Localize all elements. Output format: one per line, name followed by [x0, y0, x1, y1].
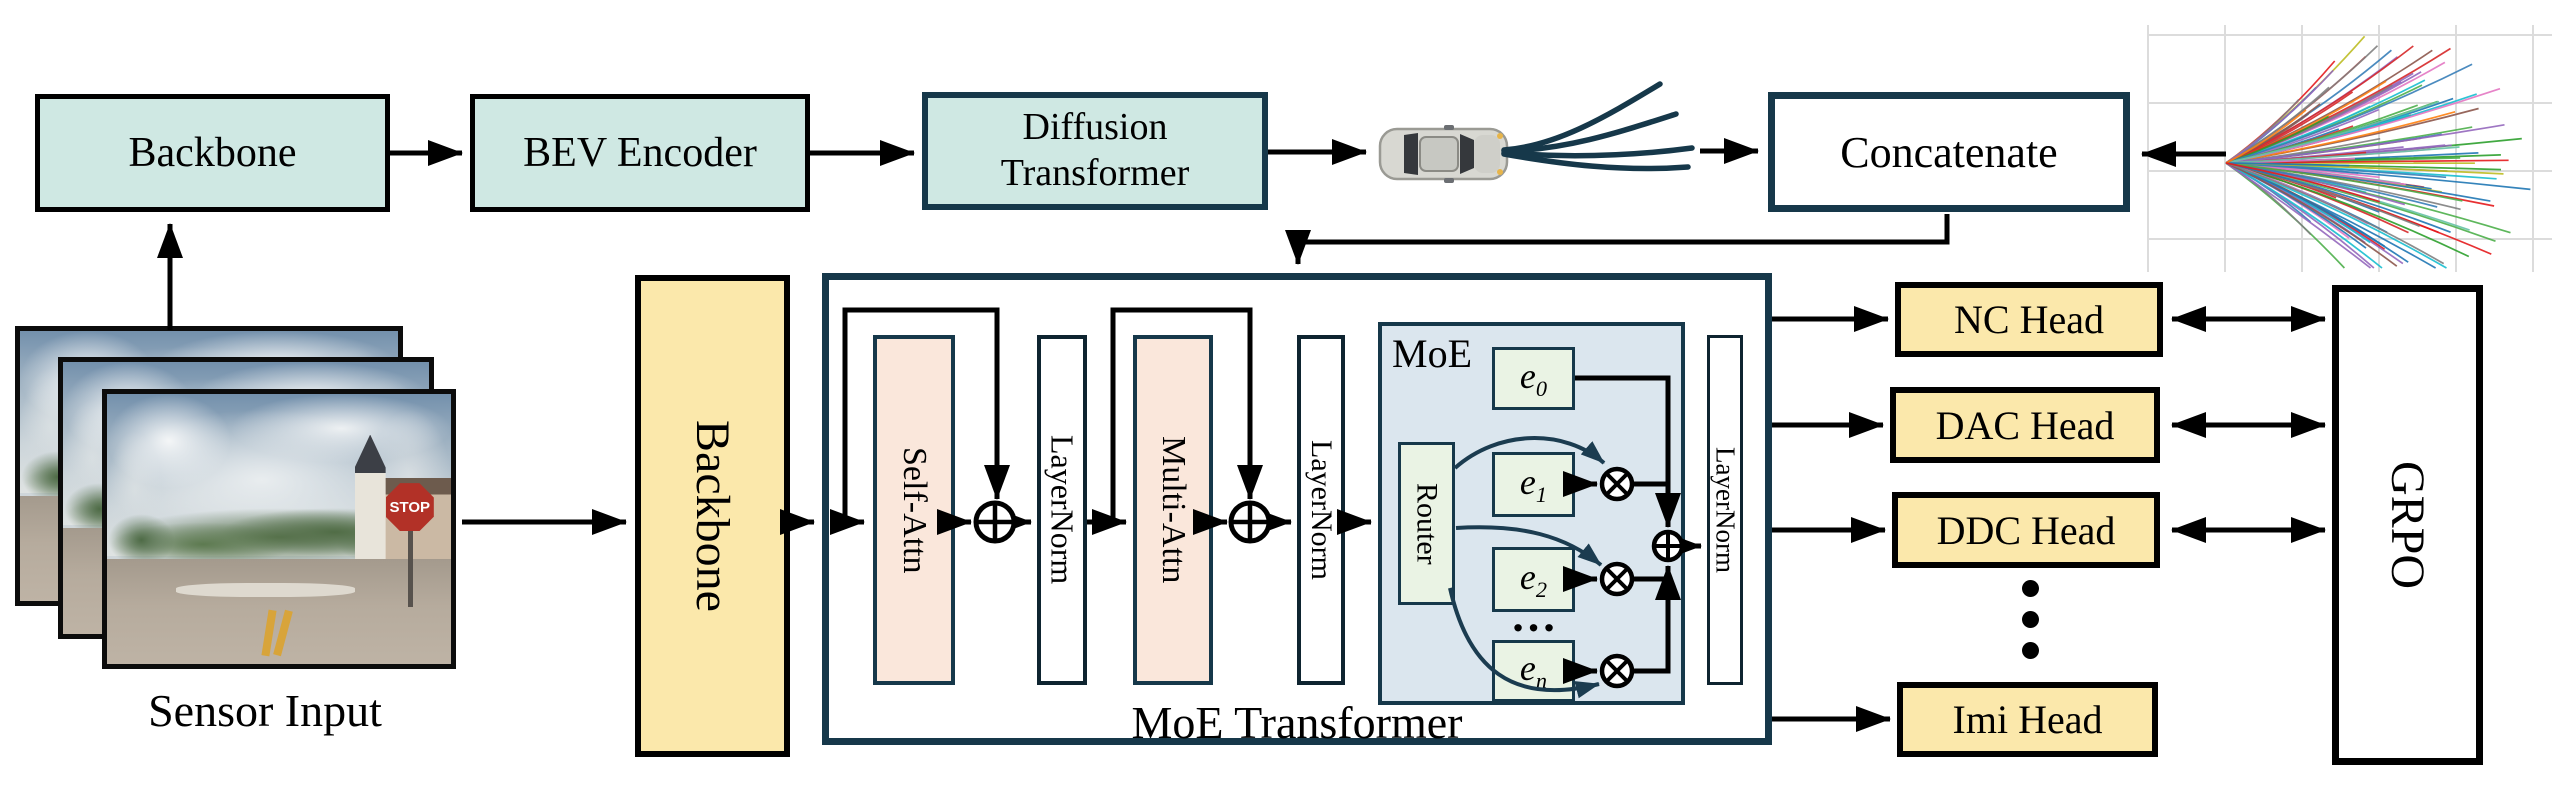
crosswalk-stripe	[175, 583, 355, 597]
expert-e1-box: e1	[1492, 452, 1575, 517]
self-attn-label: Self-Attn	[896, 446, 933, 574]
imi-head-box: Imi Head	[1897, 682, 2158, 757]
backbone-vertical-label: Backbone	[686, 420, 739, 612]
diffusion-transformer-label-line2: Transformer	[1000, 152, 1190, 194]
experts-ellipsis: …	[1510, 590, 1557, 641]
backbone-vertical-box: Backbone	[635, 275, 790, 757]
diffusion-transformer-label-line1: Diffusion	[1022, 106, 1168, 149]
expert-e1-label: e1	[1519, 461, 1548, 508]
concatenate-label: Concatenate	[1840, 127, 2058, 177]
concatenate-box: Concatenate	[1768, 92, 2130, 212]
layernorm1-label: LayerNorm	[1044, 435, 1081, 585]
sensor-input-caption: Sensor Input	[148, 685, 382, 736]
car-icon	[1378, 125, 1509, 183]
backbone-top-label: Backbone	[128, 130, 297, 176]
sign-pole	[407, 520, 414, 608]
multi-attn-label: Multi-Attn	[1155, 436, 1192, 584]
router-label: Router	[1410, 482, 1444, 565]
trajectory-fan-grid	[2147, 25, 2552, 272]
moe-transformer-label: MoE Transformer	[1131, 697, 1463, 748]
grpo-label: GRPO	[2381, 460, 2434, 590]
moe-inner-label: MoE	[1392, 331, 1472, 376]
multi-attn-box: Multi-Attn	[1133, 335, 1213, 685]
stop-sign: STOP	[385, 483, 434, 532]
sensor-image-front: STOP	[102, 389, 456, 669]
dac-head-label: DAC Head	[1935, 402, 2115, 448]
layernorm3-label: LayerNorm	[1710, 447, 1741, 573]
bev-encoder-label: BEV Encoder	[523, 130, 757, 176]
imi-head-label: Imi Head	[1952, 697, 2103, 742]
car-trajectories	[1501, 81, 1695, 172]
expert-en-box: en	[1492, 640, 1575, 702]
dot	[2022, 642, 2039, 659]
expert-en-label: en	[1519, 648, 1548, 694]
layernorm1-box: LayerNorm	[1037, 335, 1087, 685]
ddc-head-box: DDC Head	[1892, 492, 2160, 568]
ddc-head-label: DDC Head	[1936, 507, 2116, 553]
diffusion-transformer-box: Diffusion Transformer	[922, 92, 1268, 210]
heads-ellipsis	[2022, 580, 2039, 659]
layernorm2-box: LayerNorm	[1297, 335, 1345, 685]
layernorm2-label: LayerNorm	[1305, 440, 1338, 580]
dot	[2022, 580, 2039, 597]
stop-sign-label: STOP	[389, 498, 431, 516]
layernorm3-box: LayerNorm	[1707, 335, 1743, 685]
bev-encoder-box: BEV Encoder	[470, 94, 810, 212]
expert-e0-box: e0	[1492, 347, 1575, 410]
dot	[2022, 611, 2039, 628]
expert-e0-label: e0	[1519, 355, 1548, 402]
nc-head-label: NC Head	[1954, 297, 2104, 342]
trajectory-fan-lines	[2225, 35, 2531, 269]
backbone-top-box: Backbone	[35, 94, 390, 212]
arrow-concatenate-to-moe	[1284, 214, 1950, 265]
dac-head-box: DAC Head	[1890, 387, 2160, 463]
self-attn-box: Self-Attn	[873, 335, 955, 685]
nc-head-box: NC Head	[1895, 282, 2163, 357]
grpo-box: GRPO	[2332, 285, 2483, 765]
router-box: Router	[1398, 442, 1455, 605]
